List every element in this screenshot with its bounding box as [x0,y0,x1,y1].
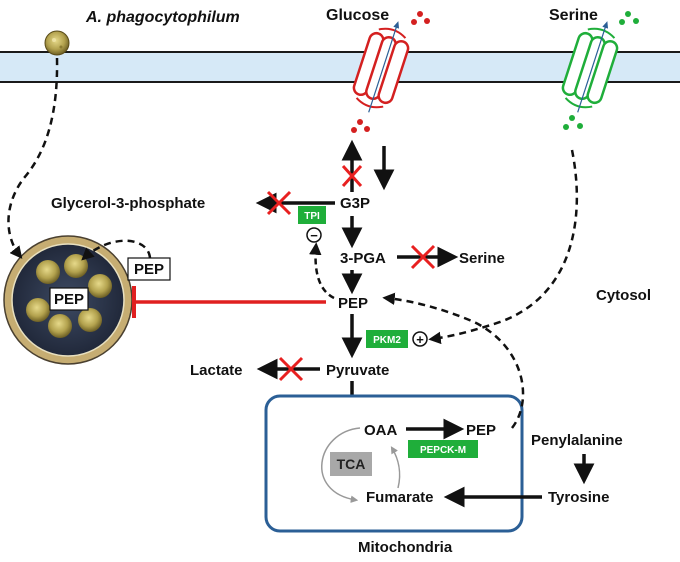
pep-vacuole-inside: PEP [54,291,84,308]
pkm2-effect-sign: + [416,332,424,347]
pepck-m-enzyme-tag [408,440,478,458]
glucose-transporter-icon [352,21,410,113]
fumarate-label: Fumarate [366,489,434,506]
pep-inhibition-line [132,286,326,318]
tpi-effect-sign: − [310,228,318,243]
cytosol-label: Cytosol [596,287,651,304]
serine-molecules-outside [619,11,639,25]
pep-cytosol-label: PEP [338,295,368,312]
cell-membrane [0,51,680,83]
tpi-enzyme-tag [298,206,326,224]
glucose-molecules-outside [411,11,430,25]
glucose-molecules-inside [351,119,370,133]
pyruvate-label: Pyruvate [326,362,389,379]
pkm2-enzyme-label: PKM2 [373,335,401,346]
pep-vacuole-outside: PEP [134,261,164,278]
mitochondria-compartment [264,394,524,533]
organism-label: A. phagocytophilum [85,9,240,26]
phenylalanine-label: Penylalanine [531,432,623,449]
mitochondria-label: Mitochondria [358,539,453,556]
pkm2-enzyme-tag [366,330,408,348]
serine-synthesis-blocked-cross [410,244,436,270]
lactate-blocked-cross [278,356,304,382]
serine-product-label: Serine [459,250,505,267]
bacterium-entry-arrow [7,57,59,259]
bacterium-icon [44,30,70,56]
glycerol-3-phosphate-label: Glycerol-3-phosphate [51,195,205,212]
tca-label: TCA [337,456,366,472]
pepck-m-enzyme-label: PEPCK-M [420,445,466,456]
oaa-label: OAA [364,422,398,439]
pep-uptake-arrow [81,239,152,261]
glycerol-blocked-cross [266,190,292,216]
lactate-label: Lactate [190,362,243,379]
pep-to-tpi-feedback-arrow [309,242,335,300]
serine-transporter-label: Serine [549,7,598,24]
pep-mito-label: PEP [466,422,496,439]
pkm2-activation-sign-icon [412,331,428,347]
tyrosine-label: Tyrosine [548,489,609,506]
pga-3-label: 3-PGA [340,250,386,267]
serine-molecules-inside [563,115,583,130]
tpi-enzyme-label: TPI [304,211,320,222]
tpi-inhibition-sign-icon [306,227,322,243]
tca-cycle-right-arc [390,446,401,489]
serine-activates-pkm2-arrow [428,149,579,345]
pep-vacuole-inside-box [49,287,89,311]
mito-pep-to-cytosol-pep-arrow [382,292,525,429]
tca-box [330,452,372,476]
serine-transporter-icon [561,21,619,113]
g3p-reverse-blocked-cross [341,164,363,188]
tca-cycle-left-arc [321,427,361,503]
g3p-label: G3P [340,195,370,212]
glucose-label: Glucose [326,7,389,24]
